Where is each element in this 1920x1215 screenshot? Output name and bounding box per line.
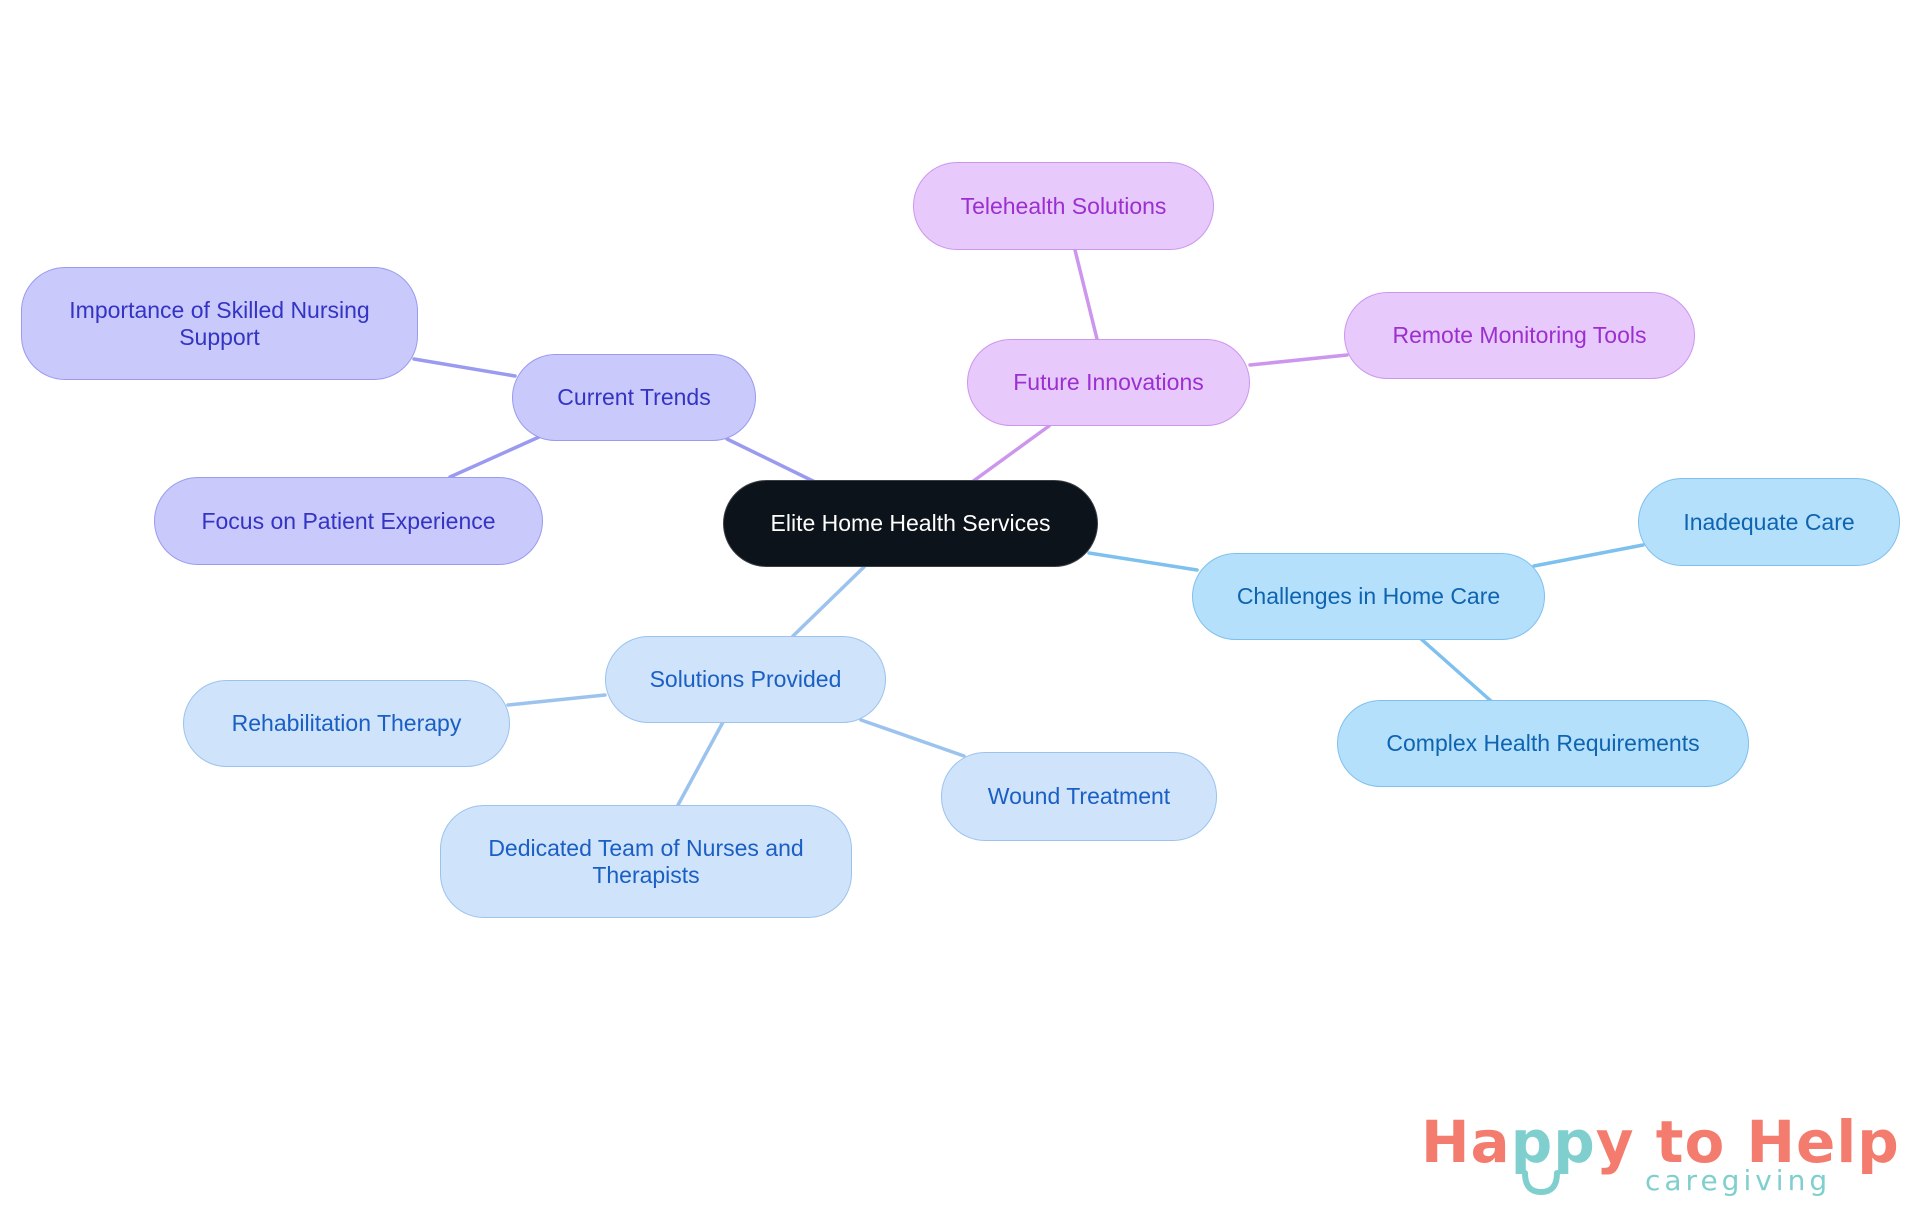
logo-wordmark: Happy to Help	[1421, 1108, 1900, 1176]
node-current-trends[interactable]: Current Trends	[512, 354, 756, 441]
logo-text-part1: Ha	[1421, 1108, 1511, 1176]
edge-current-trends-focus	[448, 435, 541, 479]
node-importance-of-skilled-nursing-support[interactable]: Importance of Skilled Nursing Support	[21, 267, 418, 380]
edge-root-current-trends	[725, 437, 817, 484]
happy-to-help-logo: Happy to Help caregiving	[1421, 1108, 1899, 1203]
node-label: Elite Home Health Services	[770, 510, 1051, 536]
node-label: Wound Treatment	[987, 783, 1171, 809]
node-label: Solutions Provided	[649, 666, 842, 692]
node-solutions-provided[interactable]: Solutions Provided	[605, 636, 886, 723]
node-label: Inadequate Care	[1683, 508, 1855, 535]
edge-solutions-wound	[859, 718, 966, 758]
edge-root-solutions	[791, 565, 866, 638]
node-telehealth-solutions[interactable]: Telehealth Solutions	[913, 162, 1214, 250]
edge-root-challenges	[1087, 551, 1199, 572]
edge-challenges-inadequate	[1532, 543, 1645, 568]
node-label: Challenges in Home Care	[1236, 583, 1501, 609]
logo-text-part2: pp	[1510, 1108, 1596, 1176]
edge-root-future	[970, 424, 1051, 484]
edge-challenges-complex	[1418, 636, 1493, 703]
node-label: Current Trends	[557, 384, 711, 410]
node-complex-health-requirements[interactable]: Complex Health Requirements	[1337, 700, 1749, 787]
node-label: Dedicated Team of Nurses and Therapists	[488, 834, 804, 888]
edge-solutions-dedicated	[676, 720, 725, 807]
edge-solutions-rehab	[506, 693, 607, 707]
edge-current-trends-importance	[412, 357, 517, 378]
node-focus-on-patient-experience[interactable]: Focus on Patient Experience	[154, 477, 543, 565]
logo-tagline: caregiving	[1645, 1164, 1832, 1197]
node-wound-treatment[interactable]: Wound Treatment	[941, 752, 1217, 841]
smile-icon	[1522, 1170, 1560, 1196]
node-inadequate-care[interactable]: Inadequate Care	[1638, 478, 1900, 566]
node-label: Focus on Patient Experience	[201, 507, 496, 534]
node-label: Telehealth Solutions	[960, 192, 1167, 219]
node-label: Future Innovations	[1013, 369, 1204, 395]
node-label: Complex Health Requirements	[1386, 730, 1700, 756]
node-label: Remote Monitoring Tools	[1392, 322, 1647, 348]
edge-future-telehealth	[1073, 248, 1099, 341]
node-challenges-in-home-care[interactable]: Challenges in Home Care	[1192, 553, 1545, 640]
node-future-innovations[interactable]: Future Innovations	[967, 339, 1250, 426]
edge-future-remote	[1248, 353, 1349, 367]
node-dedicated-team[interactable]: Dedicated Team of Nurses and Therapists	[440, 805, 852, 918]
node-label: Rehabilitation Therapy	[231, 710, 462, 736]
node-root-elite-home-health-services[interactable]: Elite Home Health Services	[723, 480, 1098, 567]
node-remote-monitoring-tools[interactable]: Remote Monitoring Tools	[1344, 292, 1695, 379]
node-label: Importance of Skilled Nursing Support	[69, 296, 370, 350]
logo-text-part3: y to Help	[1595, 1108, 1900, 1176]
node-rehabilitation-therapy[interactable]: Rehabilitation Therapy	[183, 680, 510, 767]
